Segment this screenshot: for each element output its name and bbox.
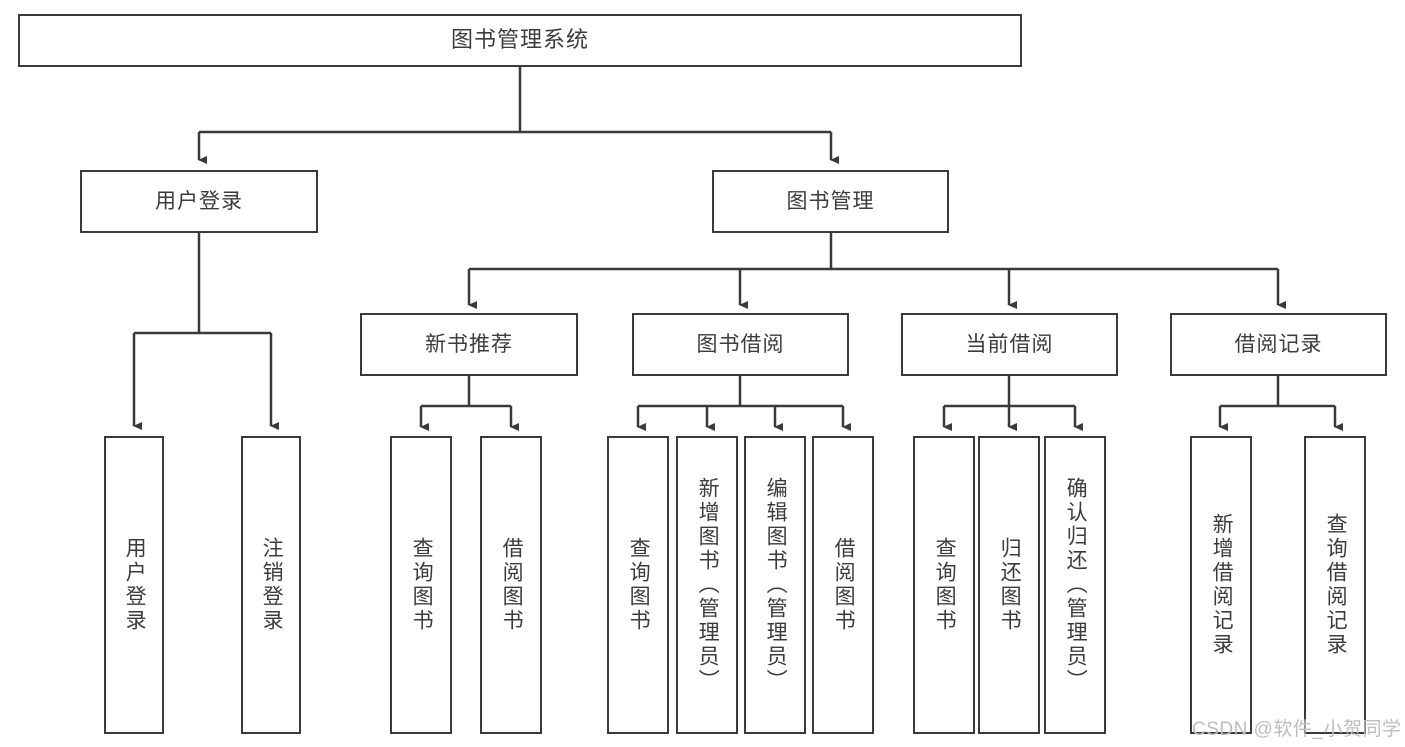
leaf-label: 确认归还（管理员） xyxy=(1064,477,1088,693)
leaf-borrow-book-newbook[interactable]: 借阅图书 xyxy=(480,436,542,734)
leaf-confirm-return-admin[interactable]: 确认归还（管理员） xyxy=(1044,436,1106,734)
node-book-borrow[interactable]: 图书借阅 xyxy=(632,313,849,376)
leaf-label: 新增借阅记录 xyxy=(1210,513,1234,657)
leaf-label: 用户登录 xyxy=(123,537,147,633)
node-user-login[interactable]: 用户登录 xyxy=(80,170,318,233)
leaf-label: 查询图书 xyxy=(933,537,957,633)
leaf-label: 注销登录 xyxy=(260,537,284,633)
node-current-borrow[interactable]: 当前借阅 xyxy=(901,313,1118,376)
leaf-query-book-current[interactable]: 查询图书 xyxy=(913,436,975,734)
leaf-user-login[interactable]: 用户登录 xyxy=(104,436,164,734)
node-root-book-management-system[interactable]: 图书管理系统 xyxy=(18,14,1022,67)
leaf-query-borrow-record[interactable]: 查询借阅记录 xyxy=(1304,436,1366,734)
leaf-label: 编辑图书（管理员） xyxy=(764,477,788,693)
leaf-borrow-book[interactable]: 借阅图书 xyxy=(812,436,874,734)
leaf-add-borrow-record[interactable]: 新增借阅记录 xyxy=(1190,436,1252,734)
node-book-management[interactable]: 图书管理 xyxy=(712,170,949,233)
leaf-label: 新增图书（管理员） xyxy=(696,477,720,693)
leaf-label: 借阅图书 xyxy=(832,537,856,633)
watermark-csdn: CSDN @软件_小贺同学 xyxy=(1192,719,1402,740)
leaf-label: 借阅图书 xyxy=(500,537,524,633)
leaf-label: 查询借阅记录 xyxy=(1324,513,1348,657)
leaf-label: 查询图书 xyxy=(627,537,651,633)
leaf-label: 归还图书 xyxy=(998,537,1022,633)
leaf-edit-book-admin[interactable]: 编辑图书（管理员） xyxy=(744,436,806,734)
node-borrow-record[interactable]: 借阅记录 xyxy=(1170,313,1387,376)
leaf-add-book-admin[interactable]: 新增图书（管理员） xyxy=(676,436,738,734)
leaf-return-book[interactable]: 归还图书 xyxy=(978,436,1040,734)
node-new-book-recommend[interactable]: 新书推荐 xyxy=(360,313,578,376)
leaf-label: 查询图书 xyxy=(410,537,434,633)
leaf-query-book-newbook[interactable]: 查询图书 xyxy=(390,436,452,734)
leaf-logout[interactable]: 注销登录 xyxy=(241,436,301,734)
leaf-query-book-borrow[interactable]: 查询图书 xyxy=(607,436,669,734)
